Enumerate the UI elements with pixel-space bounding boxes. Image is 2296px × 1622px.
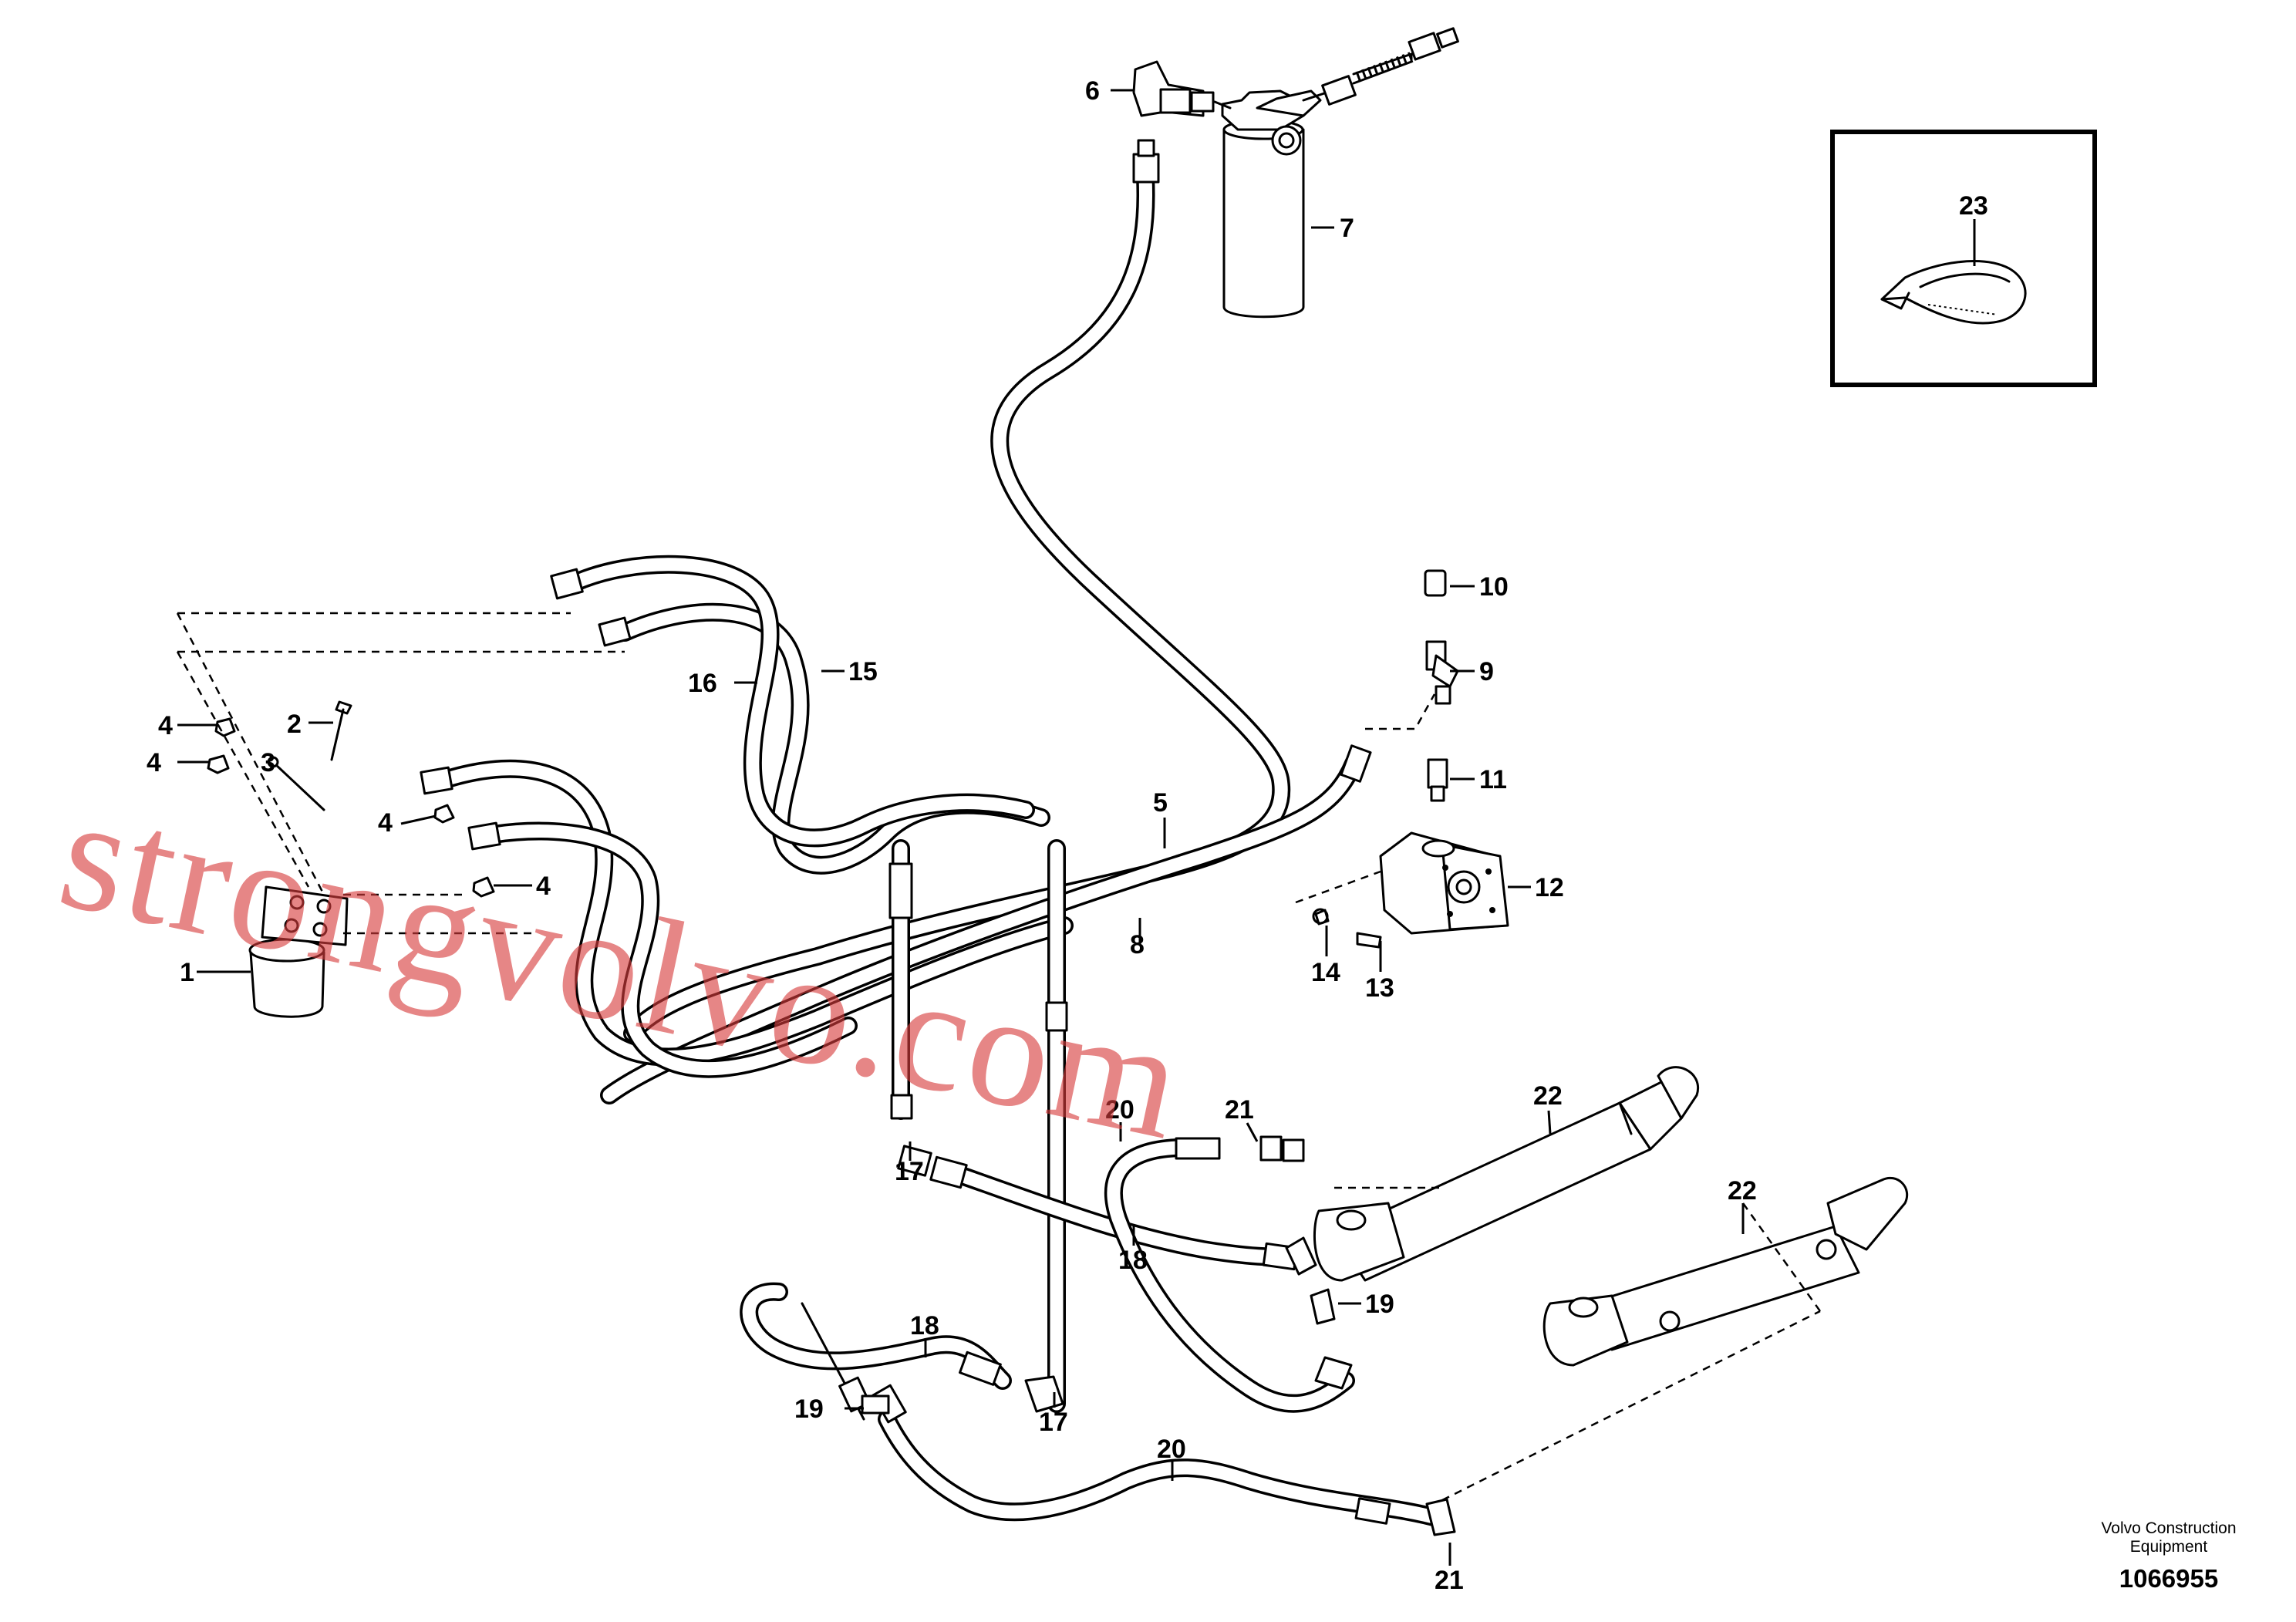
reference-dashed-lines: [176, 612, 1822, 1502]
callout-18b: 18: [910, 1311, 939, 1340]
leader-lines: [177, 89, 1745, 1566]
callout-2: 2: [287, 710, 302, 739]
callout-18a: 18: [1118, 1246, 1148, 1275]
callout-22a: 22: [1533, 1081, 1563, 1111]
callout-7: 7: [1340, 214, 1354, 243]
callout-4b: 4: [147, 748, 161, 777]
brand-line-2: Equipment: [2130, 1538, 2208, 1556]
valve-hoses-lower: [420, 759, 1074, 1078]
callout-21b: 21: [1435, 1566, 1464, 1595]
cable-tie-icon: [1880, 260, 2027, 325]
callout-11: 11: [1479, 765, 1507, 794]
footer-branding: Volvo Construction Equipment 1066955: [2101, 1519, 2236, 1593]
callout-21a: 21: [1225, 1095, 1254, 1125]
hose-16: [550, 555, 1035, 848]
pump-fittings: [1312, 569, 1459, 949]
hydraulic-pump: [1379, 831, 1509, 935]
hose-18-lower: [740, 1282, 1064, 1413]
callout-8: 8: [1130, 930, 1145, 959]
callout-20b: 20: [1157, 1435, 1186, 1464]
callout-22b: 22: [1728, 1176, 1757, 1206]
hose-vertical-left: [888, 839, 913, 1120]
callout-3: 3: [261, 748, 275, 777]
callout-4c: 4: [378, 808, 393, 838]
callout-17a: 17: [895, 1157, 924, 1186]
callout-4a: 4: [158, 711, 173, 740]
callout-19b: 19: [794, 1394, 824, 1424]
callout-5: 5: [1153, 788, 1168, 818]
inset-box-cable-tie: [1830, 130, 2097, 387]
fitting-19-lower: [801, 1302, 890, 1421]
callout-15: 15: [848, 657, 878, 686]
oil-filter: [1221, 89, 1322, 319]
reference-number: 1066955: [2119, 1564, 2218, 1593]
filter-sensor-cable: [1302, 27, 1459, 106]
callout-labels: 1 2 3 4 4 4 4 5 6 7 8 9 10 11 12 13 14 1…: [147, 76, 1988, 1595]
hose-5: [623, 139, 1291, 1043]
callout-17b: 17: [1039, 1408, 1068, 1437]
bolt-2: [330, 700, 352, 761]
callout-19a: 19: [1365, 1290, 1394, 1319]
hydraulic-cylinder-lower: [1542, 1176, 1909, 1367]
callout-14: 14: [1311, 958, 1340, 987]
callout-23: 23: [1959, 191, 1988, 221]
hose-vertical-right: [1045, 839, 1068, 1413]
nuts-4: [207, 717, 495, 898]
callout-12: 12: [1535, 873, 1564, 902]
steering-valve: [248, 885, 349, 1018]
brand-line-1: Volvo Construction: [2101, 1519, 2236, 1537]
callout-20a: 20: [1105, 1095, 1135, 1125]
watermark-text: strongvolvo.com: [46, 762, 1198, 1174]
callout-1: 1: [180, 958, 194, 987]
callout-6: 6: [1085, 76, 1100, 106]
callout-4d: 4: [536, 872, 551, 901]
pin-3: [267, 756, 325, 811]
hose-20-upper: [1104, 1135, 1355, 1413]
callout-10: 10: [1479, 572, 1509, 602]
callout-13: 13: [1365, 973, 1394, 1003]
hydraulic-cylinder-upper: [1313, 1066, 1700, 1282]
callout-16: 16: [688, 669, 717, 698]
hose-18-upper: [897, 1145, 1317, 1276]
elbow-fitting-6: [1132, 60, 1232, 117]
hose-20-lower: [872, 1384, 1456, 1536]
callout-9: 9: [1479, 657, 1494, 686]
hose-15: [598, 602, 1050, 875]
